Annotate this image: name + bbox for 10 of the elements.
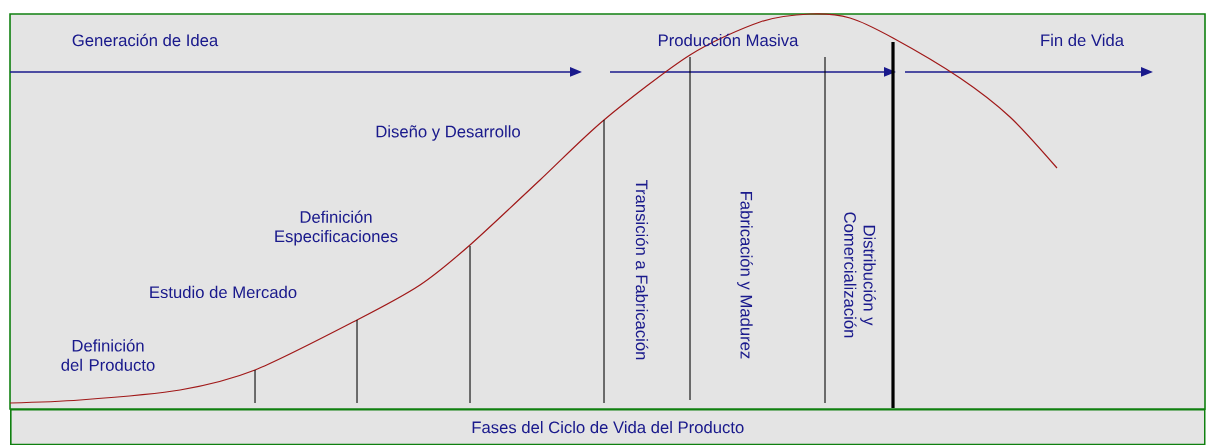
stage-label: Definición Especificaciones: [275, 210, 398, 246]
stage-label: Definición del Producto: [61, 339, 155, 371]
stage-label: Fabricación y Madurez: [737, 192, 753, 359]
stage-label: Diseño y Desarrollo: [376, 125, 520, 141]
caption-band: Fases del Ciclo de Vida del Producto: [10, 409, 1206, 445]
phase-title: Fin de Vida: [1041, 33, 1124, 47]
stage-label: Transición a Fabricación: [635, 179, 649, 360]
stage-label: Estudio de Mercado: [150, 285, 297, 299]
phase-title: Generación de Idea: [72, 33, 219, 47]
stage-label: Distribución y Comercialización: [844, 212, 876, 338]
